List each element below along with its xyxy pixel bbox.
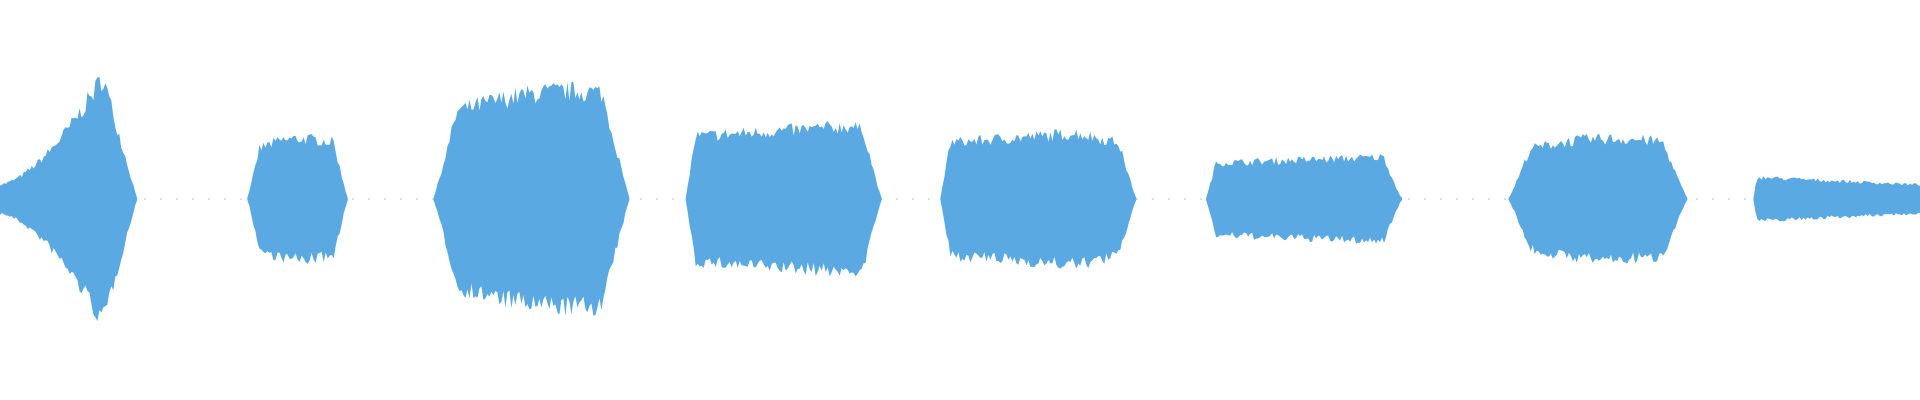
waveform-segment-5 xyxy=(940,129,1137,269)
waveform-segment-3 xyxy=(433,81,630,316)
waveform-segment-8 xyxy=(1753,176,1920,222)
waveform-segment-7 xyxy=(1508,133,1688,264)
waveform-segment-2 xyxy=(247,134,348,264)
waveform-segment-1 xyxy=(0,76,138,322)
waveform-segment-6 xyxy=(1206,154,1402,244)
waveform-segment-4 xyxy=(685,121,882,277)
waveform-segments xyxy=(0,76,1920,322)
